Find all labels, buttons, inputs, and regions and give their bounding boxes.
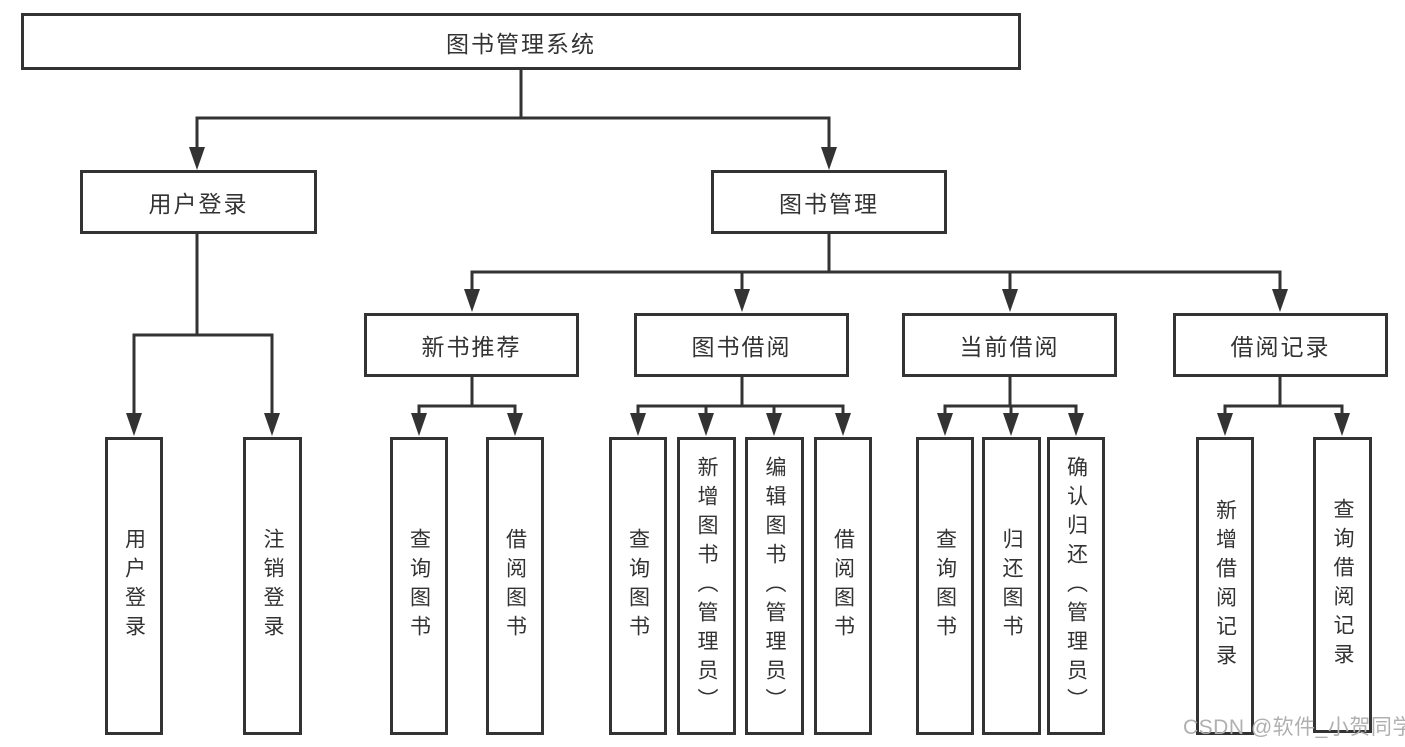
leaf-borrow-query-books-label: 查询图书	[626, 528, 650, 644]
leaf-return-books-label: 归还图书	[1000, 528, 1023, 644]
leaf-query-borrow-record: 查询借阅记录	[1313, 437, 1372, 733]
node-borrow-record-label: 借阅记录	[1230, 334, 1331, 360]
leaf-add-borrow-record: 新增借阅记录	[1196, 437, 1254, 735]
leaf-edit-books-admin: 编辑图书（管理员）	[745, 437, 804, 735]
leaf-return-books: 归还图书	[982, 437, 1041, 735]
leaf-user-login-label: 用户登录	[122, 528, 146, 644]
leaf-query-borrow-record-label: 查询借阅记录	[1331, 498, 1354, 672]
node-book-management: 图书管理	[711, 170, 947, 234]
leaf-add-books-admin: 新增图书（管理员）	[677, 437, 736, 735]
leaf-add-books-admin-label: 新增图书（管理员）	[695, 455, 718, 717]
node-current-borrow-label: 当前借阅	[959, 334, 1060, 360]
leaf-user-login: 用户登录	[105, 437, 163, 735]
leaf-borrow-query-books: 查询图书	[609, 437, 667, 735]
leaf-confirm-return-admin-label: 确认归还（管理员）	[1064, 455, 1088, 717]
leaf-logout-label: 注销登录	[261, 528, 284, 644]
leaf-logout: 注销登录	[243, 437, 302, 735]
node-new-book-recommend-label: 新书推荐	[421, 334, 522, 360]
leaf-recommend-query-books: 查询图书	[390, 437, 448, 735]
leaf-edit-books-admin-label: 编辑图书（管理员）	[763, 455, 786, 717]
node-book-borrow: 图书借阅	[634, 313, 849, 377]
leaf-recommend-query-books-label: 查询图书	[407, 528, 431, 644]
leaf-borrow-books: 借阅图书	[814, 437, 872, 735]
leaf-current-query-books-label: 查询图书	[933, 528, 957, 644]
leaf-borrow-books-label: 借阅图书	[831, 528, 855, 644]
leaf-recommend-borrow-books-label: 借阅图书	[503, 528, 527, 644]
node-new-book-recommend: 新书推荐	[364, 313, 579, 377]
node-user-login-label: 用户登录	[148, 191, 249, 217]
node-book-borrow-label: 图书借阅	[691, 334, 792, 360]
leaf-current-query-books: 查询图书	[916, 437, 974, 735]
arrowheads	[126, 147, 1350, 436]
node-root-library-system: 图书管理系统	[21, 13, 1021, 70]
node-book-management-label: 图书管理	[779, 191, 879, 217]
node-root-label: 图书管理系统	[446, 30, 596, 57]
leaf-confirm-return-admin: 确认归还（管理员）	[1047, 437, 1105, 735]
node-current-borrow: 当前借阅	[902, 313, 1117, 377]
leaf-recommend-borrow-books: 借阅图书	[486, 437, 544, 735]
csdn-watermark: CSDN @软件_小贺同学	[1183, 716, 1405, 739]
leaf-add-borrow-record-label: 新增借阅记录	[1213, 499, 1237, 673]
node-borrow-record: 借阅记录	[1173, 313, 1388, 377]
node-user-login: 用户登录	[80, 170, 317, 234]
